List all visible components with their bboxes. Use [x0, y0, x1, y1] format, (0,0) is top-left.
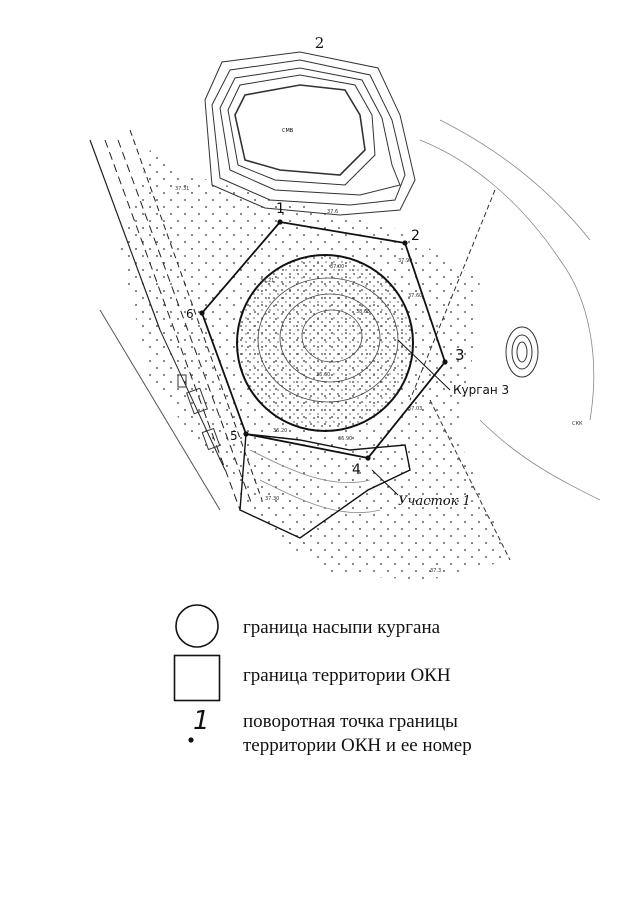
plot-label: Участок 1 [398, 494, 471, 509]
elevation-mark: 37.60 [408, 293, 422, 299]
survey-line-south [429, 399, 511, 561]
legend-square-icon [173, 654, 221, 702]
terrain-contours [249, 119, 601, 514]
hill-label: СМВ [282, 128, 294, 134]
turning-point-6 [199, 310, 205, 316]
legend-item-point-line2: территории ОКН и ее номер [243, 735, 472, 756]
plot-callout-line [371, 469, 399, 496]
turning-points [199, 219, 448, 461]
elevation-mark: 37.31 [175, 186, 189, 192]
east-label: СКК [572, 421, 583, 427]
kurgan-label: Курган 3 [453, 383, 509, 397]
turning-point-4 [365, 455, 371, 461]
elevation-mark: 36.90 [338, 436, 352, 442]
elevation-mark: 36.60 [316, 372, 330, 378]
legend-item-mound: граница насыпи кургана [243, 617, 441, 638]
elevation-mark: 37.00 [330, 264, 344, 270]
kurgan-callout-line [397, 339, 451, 391]
site-map: СМВ 1 2 3 4 5 6 [89, 51, 601, 580]
buildings [177, 374, 221, 451]
turning-point-5 [243, 431, 249, 437]
elevation-mark: 36.21 [260, 278, 274, 284]
road [89, 129, 263, 511]
turning-point-label-4: 4 [352, 462, 361, 478]
kurgan-mound-boundary [236, 254, 414, 432]
elevation-mark: 37.3 [430, 568, 441, 574]
page-number: 2 [314, 34, 325, 52]
legend-item-territory: граница территории ОКН [243, 665, 451, 686]
legend-item-point-line1: поворотная точка границы [243, 711, 458, 732]
plot-boundary [239, 433, 411, 539]
east-hill [505, 326, 539, 378]
turning-point-label-2: 2 [411, 228, 420, 244]
legend-point-icon [188, 737, 194, 743]
legend-circle-icon [175, 604, 219, 648]
elevation-mark: 37.90 [398, 258, 412, 264]
elevation-mark: 37.30 [265, 496, 279, 502]
turning-point-3 [442, 359, 448, 365]
elevation-mark: 37.03 [408, 406, 422, 412]
turning-point-label-5: 5 [230, 429, 238, 443]
elevation-mark: 36.20 [273, 428, 287, 434]
north-hill [204, 51, 416, 216]
turning-point-label-1: 1 [276, 201, 285, 217]
turning-point-1 [277, 219, 283, 225]
elevation-mark: 38.65 [356, 309, 370, 315]
turning-point-label-6: 6 [186, 307, 194, 321]
legend-point-number: 1 [193, 706, 210, 736]
turning-point-label-3: 3 [455, 346, 465, 364]
turning-point-2 [402, 240, 408, 246]
elevation-mark: 37.6 [327, 209, 338, 215]
